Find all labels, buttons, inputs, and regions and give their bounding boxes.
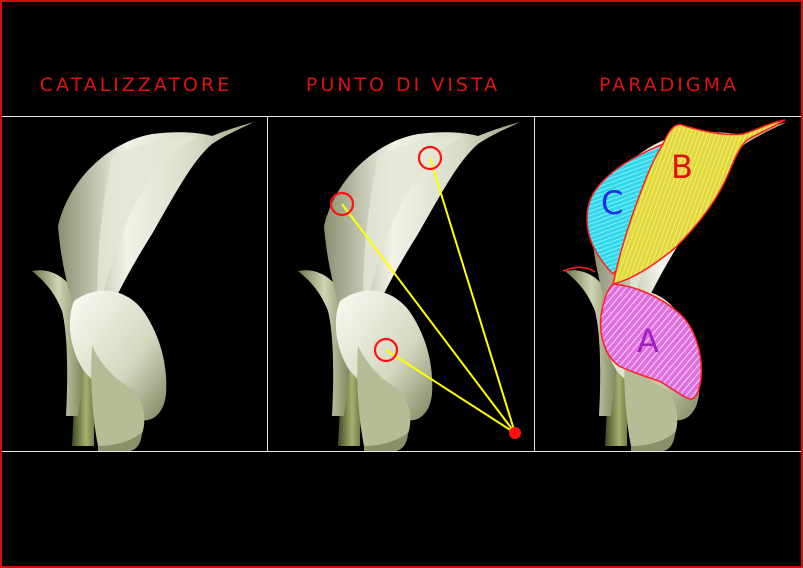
divider-2 bbox=[534, 116, 535, 451]
lily-viewpoint-diagram bbox=[268, 116, 534, 451]
region-label-a: A bbox=[637, 322, 659, 360]
sight-line-top bbox=[429, 157, 516, 434]
viewpoint-dot bbox=[509, 427, 521, 439]
bottom-separator bbox=[2, 451, 801, 452]
sight-line-lower bbox=[385, 349, 516, 434]
lily-photo bbox=[2, 116, 267, 451]
region-label-c: C bbox=[601, 184, 623, 222]
divider-1 bbox=[267, 116, 268, 451]
target-circle-top bbox=[417, 145, 443, 171]
region-a bbox=[599, 283, 703, 400]
panel-punto-di-vista bbox=[268, 116, 534, 451]
heading-paradigma: PARADIGMA bbox=[598, 74, 740, 96]
region-b bbox=[612, 119, 786, 285]
petal-outline-left bbox=[562, 266, 596, 273]
lily-paradigm-diagram: A B C bbox=[535, 116, 801, 451]
top-separator bbox=[2, 116, 801, 117]
sight-line-left bbox=[341, 203, 516, 434]
panel-catalizzatore bbox=[2, 116, 267, 451]
panel-paradigma: A B C bbox=[535, 116, 801, 451]
target-circle-left bbox=[329, 191, 355, 217]
target-circle-lower bbox=[373, 337, 399, 363]
heading-punto-di-vista: PUNTO DI VISTA bbox=[305, 74, 501, 96]
region-label-b: B bbox=[671, 148, 693, 186]
heading-catalizzatore: CATALIZZATORE bbox=[39, 74, 233, 96]
